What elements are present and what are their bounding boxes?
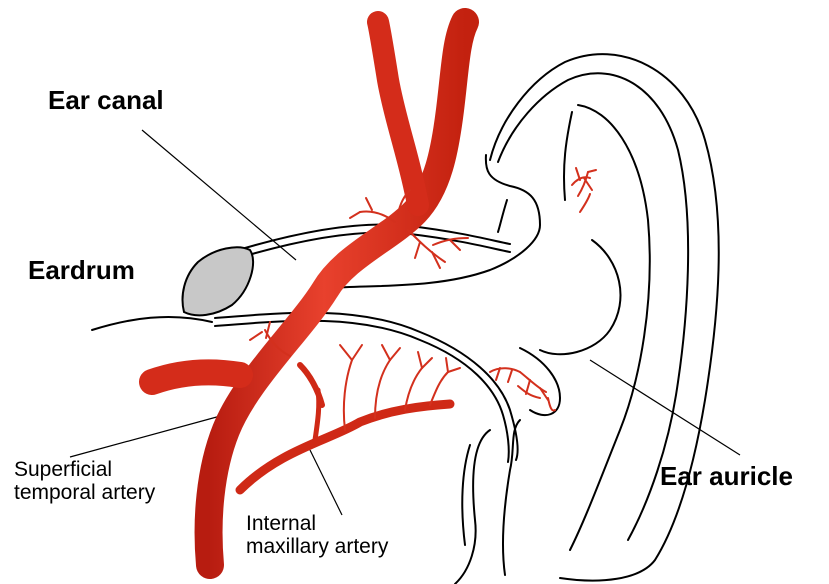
transverse-artery-stub: [152, 372, 240, 382]
leader-internal-maxillary: [310, 450, 342, 515]
label-internal-maxillary-artery: Internal maxillary artery: [246, 512, 388, 558]
label-ear-auricle: Ear auricle: [660, 462, 793, 491]
label-sta-line1: Superficial: [14, 458, 155, 481]
label-sta-line2: temporal artery: [14, 481, 155, 504]
leader-ear-auricle: [590, 360, 740, 455]
eardrum-shape: [183, 247, 254, 315]
auricle-outline: [330, 54, 719, 584]
internal-maxillary-artery-path: [240, 404, 450, 490]
ear-canal-walls: [92, 224, 518, 462]
superficial-temporal-artery-branch: [378, 22, 418, 205]
label-superficial-temporal-artery: Superficial temporal artery: [14, 458, 155, 504]
label-eardrum: Eardrum: [28, 256, 135, 285]
label-ima-line2: maxillary artery: [246, 535, 388, 558]
leader-ear-canal: [142, 130, 296, 260]
label-ear-canal: Ear canal: [48, 86, 164, 115]
label-ima-line1: Internal: [246, 512, 388, 535]
